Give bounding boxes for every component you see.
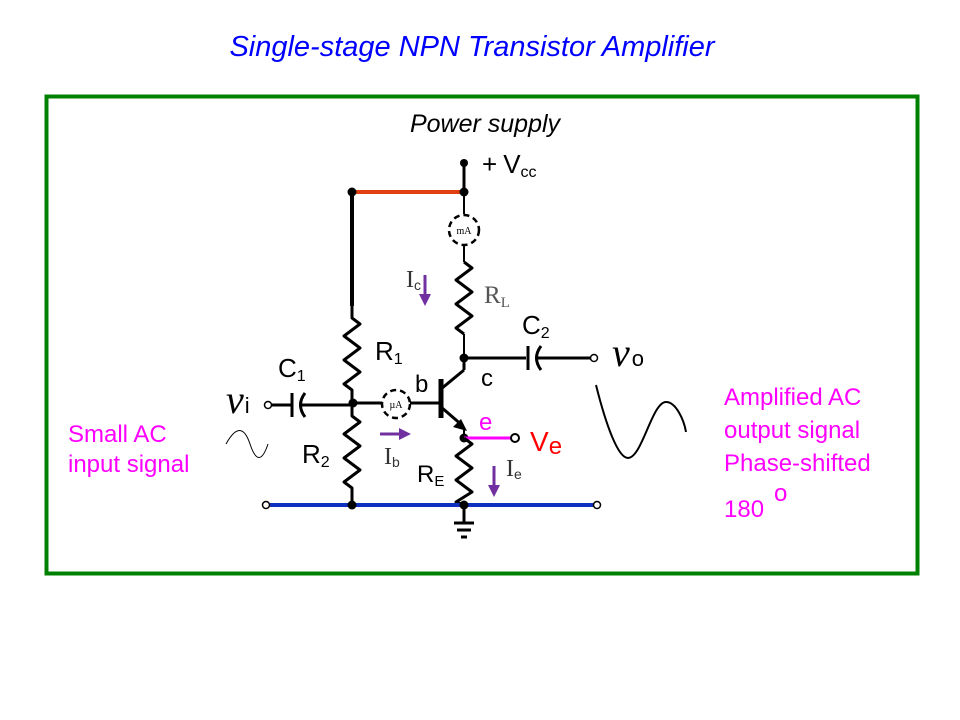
terminal-b-label: b	[415, 371, 428, 398]
resistor-r1	[342, 306, 362, 403]
c2-label: C2	[522, 310, 550, 342]
rl-label: RL	[484, 282, 510, 311]
ic-arrowhead	[419, 294, 431, 306]
ground-terminal-left	[261, 500, 271, 510]
vo-label: vo	[612, 330, 644, 375]
terminal-c-label: c	[481, 365, 493, 392]
ve-label: Ve	[530, 426, 562, 460]
r2-label: R2	[302, 439, 330, 471]
diagram-frame	[44, 94, 920, 576]
output-waveform-icon	[595, 384, 687, 460]
microammeter-label: µA	[390, 400, 404, 411]
output-signal-label: Amplified AC output signal Phase-shifted…	[724, 384, 877, 523]
vi-terminal	[263, 400, 273, 410]
ie-label: Ie	[506, 456, 522, 482]
vi-label: vi	[226, 377, 250, 422]
ground-icon	[454, 521, 474, 539]
re-label: RE	[417, 461, 444, 490]
vcc-terminal-dot	[460, 159, 468, 167]
terminal-e-label: e	[479, 409, 492, 436]
ground-terminal-right	[592, 500, 602, 510]
ie-arrowhead	[488, 485, 500, 497]
resistor-r2	[342, 403, 362, 505]
microammeter-icon	[380, 388, 412, 420]
ib-arrowhead	[399, 428, 411, 440]
transistor-emitter-arrow	[453, 419, 467, 431]
c1-label: C1	[278, 353, 306, 385]
power-supply-label: Power supply	[410, 110, 562, 138]
ic-label: Ic	[406, 267, 421, 293]
milliammeter-label: mA	[457, 226, 473, 237]
diagram-title: Single-stage NPN Transistor Amplifier	[229, 31, 715, 63]
vcc-label: +Vcc	[482, 149, 537, 181]
ib-label: Ib	[384, 444, 400, 470]
output-degree-label: o	[774, 480, 787, 507]
transistor-collector	[440, 368, 465, 391]
ground-node-left	[347, 500, 357, 510]
vo-terminal	[589, 353, 599, 363]
input-signal-label: Small AC input signal	[68, 421, 189, 478]
resistor-rl	[454, 260, 474, 336]
input-waveform-icon	[225, 430, 269, 458]
resistor-re	[454, 436, 474, 507]
r1-label: R1	[375, 336, 403, 368]
ve-terminal	[510, 433, 520, 443]
